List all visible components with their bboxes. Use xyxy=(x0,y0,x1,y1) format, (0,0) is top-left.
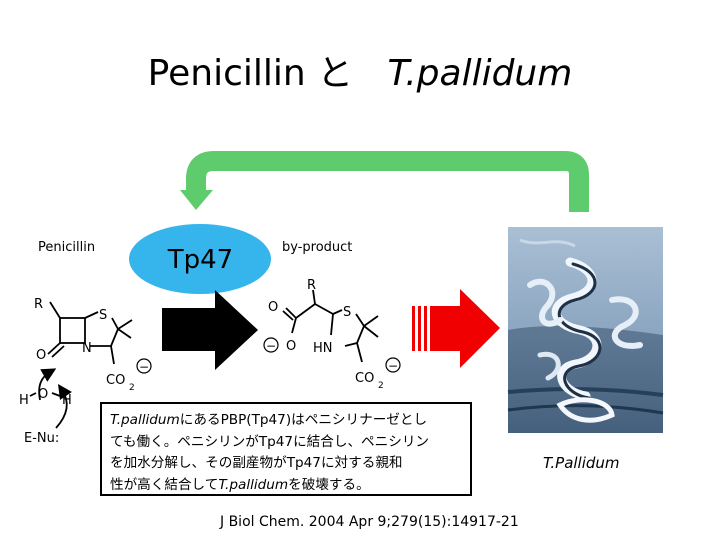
byproduct-structure xyxy=(282,289,379,363)
water-h2: H xyxy=(62,393,72,408)
note-line-1: T.pallidumにあるPBP(Tp47)はペニシリナーゼとし xyxy=(110,410,462,432)
pen-o: O xyxy=(36,348,46,363)
note-l4-ital: T.pallidum xyxy=(218,476,289,493)
label-by-product: by-product xyxy=(282,240,353,255)
bp-o2: O xyxy=(286,339,296,354)
note-l1-rest: にあるPBP(Tp47)はペニシリナーゼとし xyxy=(179,412,428,428)
note-line-3: を加水分解し、その副産物がTp47に対する親和 xyxy=(110,455,403,471)
penicillin-structure xyxy=(29,301,133,429)
tp47-ellipse xyxy=(129,224,271,294)
water-o: O xyxy=(38,387,48,402)
bp-sub2: 2 xyxy=(378,381,384,391)
pen-co2: CO xyxy=(106,373,125,388)
water-h1: H xyxy=(19,393,29,408)
bp-hn: HN xyxy=(313,341,333,356)
slide-title: Penicillin と T.pallidum xyxy=(0,44,720,96)
bp-co2: CO xyxy=(355,371,374,386)
tp47-label: Tp47 xyxy=(167,244,234,275)
bp-o: O xyxy=(268,300,278,315)
citation: J Biol Chem. 2004 Apr 9;279(15):14917-21 xyxy=(220,514,519,530)
block-arrow-icon xyxy=(162,290,258,370)
bp-minus: − xyxy=(266,339,276,353)
note-line-4: 性が高く結合してT.pallidumを破壊する。 xyxy=(110,475,462,497)
bp-r: R xyxy=(307,278,316,293)
note-l4-pre: 性が高く結合して xyxy=(110,476,219,493)
pen-sub2: 2 xyxy=(129,383,135,393)
note-line-2: ても働く。ペニシリンがTp47に結合し、ペニシリン xyxy=(110,433,430,450)
note-l4-post: を破壊する。 xyxy=(288,476,370,493)
note-l1-ital: T.pallidum xyxy=(110,412,180,428)
title-connector: と xyxy=(317,53,354,94)
label-tpallidum: T.Pallidum xyxy=(543,454,620,472)
pen-s: S xyxy=(99,308,107,323)
explanation-box: T.pallidumにあるPBP(Tp47)はペニシリナーゼとし ても働く。ペニ… xyxy=(100,402,472,496)
title-penicillin: Penicillin xyxy=(147,53,306,94)
curved-arrow-icon xyxy=(180,151,589,212)
pen-minus: − xyxy=(139,360,149,374)
label-penicillin: Penicillin xyxy=(38,240,96,255)
nucleophile: E-Nu: xyxy=(24,431,59,446)
pen-n: N xyxy=(82,341,92,356)
title-pallidum: T.pallidum xyxy=(387,53,573,94)
bp-minus2: − xyxy=(388,359,398,373)
tpallidum-photo xyxy=(507,227,664,433)
pen-r: R xyxy=(34,297,43,312)
bp-s: S xyxy=(343,305,351,320)
reaction-arrow-red xyxy=(412,289,500,368)
